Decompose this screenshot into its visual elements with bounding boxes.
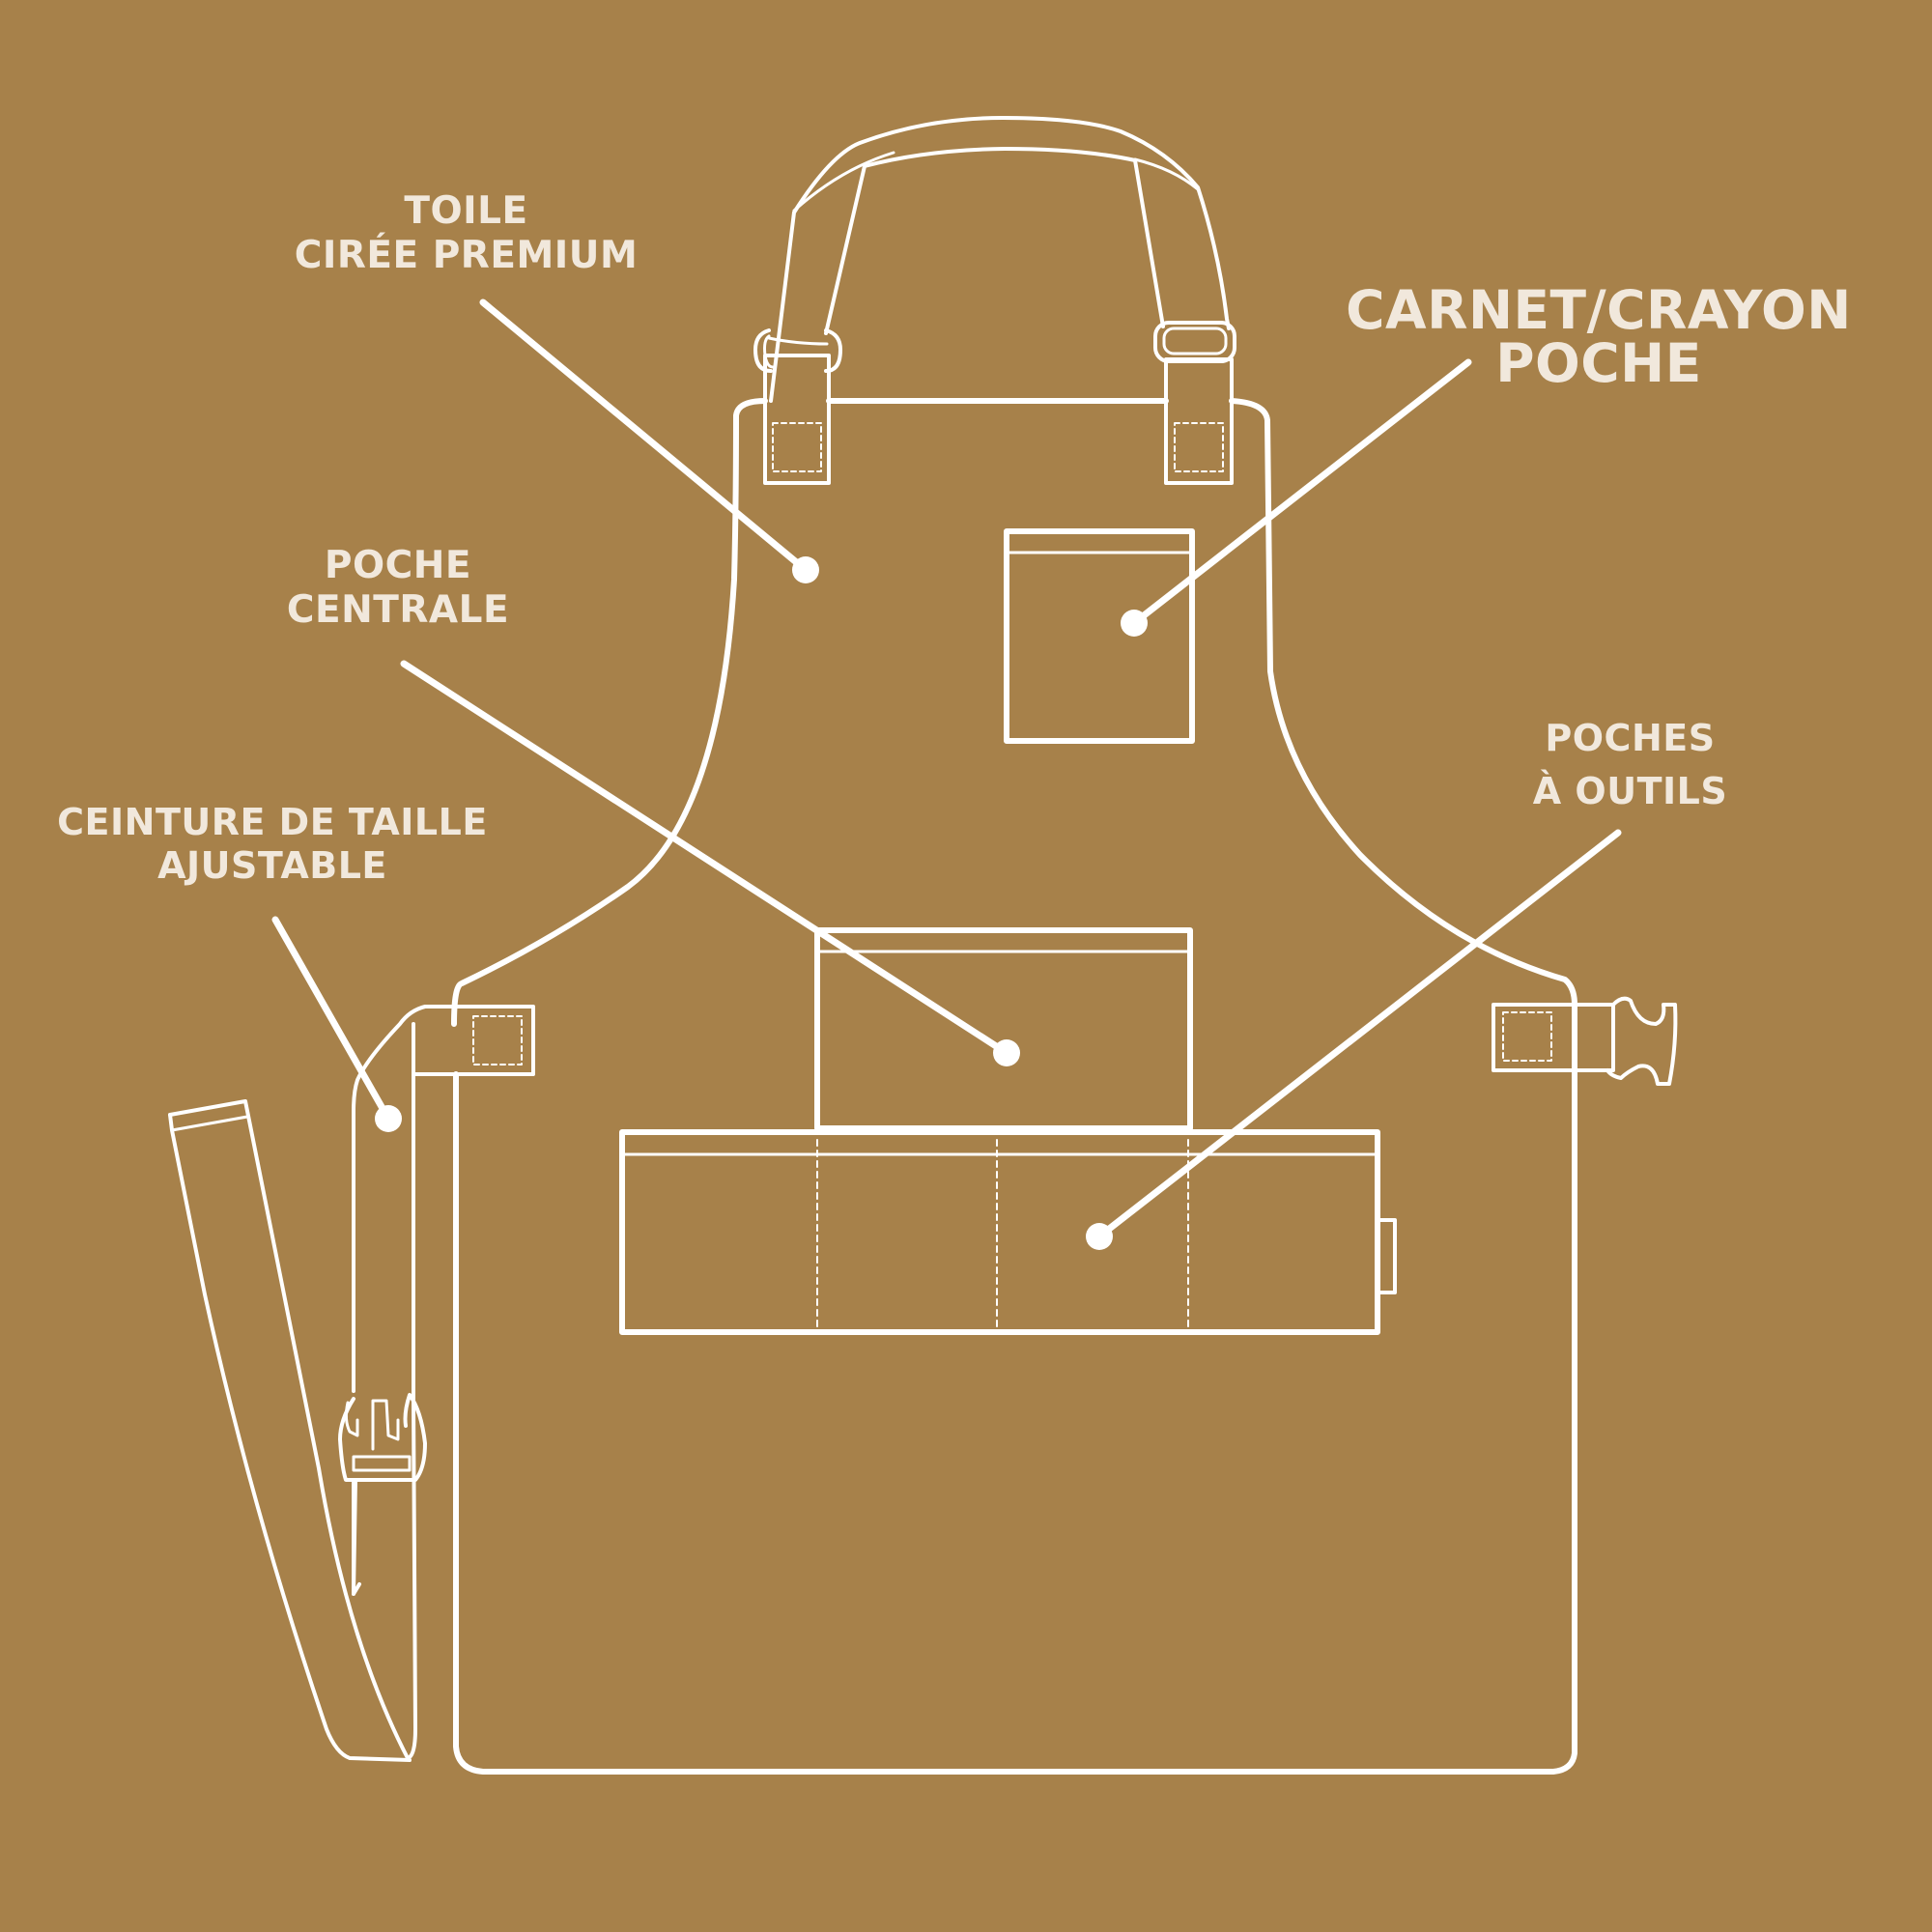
- label-ceinture-line2: AJUSTABLE: [157, 843, 387, 887]
- callouts: [271, 298, 1622, 1250]
- loose-strap-outer: [168, 1099, 410, 1760]
- left-strap-clip: [753, 328, 842, 485]
- callout-line-carnet: [1130, 358, 1472, 627]
- label-outils-line2: À OUTILS: [1532, 770, 1728, 813]
- left-waist-strap-edge: [406, 1022, 417, 1760]
- callout-dot-centrale: [993, 1039, 1020, 1066]
- chest-pocket: [1004, 528, 1195, 744]
- label-centrale-line2: CENTRALE: [286, 588, 510, 633]
- label-toile-line2: CIRÉE PREMIUM: [294, 234, 639, 278]
- right-strap-clip: [1153, 321, 1236, 485]
- right-waist-buckle: [1492, 996, 1678, 1086]
- left-waist-strap: [168, 1005, 535, 1762]
- label-carnet-line1: CARNET/CRAYON: [1346, 279, 1852, 341]
- chest-pocket-outline: [1004, 528, 1195, 744]
- tool-pockets: [619, 1129, 1397, 1335]
- label-centrale-line1: POCHE: [324, 544, 472, 587]
- loose-strap-lower: [168, 1113, 412, 1762]
- right-strap-tab: [1164, 357, 1234, 485]
- central-pocket-outline: [814, 927, 1193, 1131]
- neck-strap-inner: [824, 147, 1165, 335]
- neck-strap-fold-right: [1133, 157, 1200, 191]
- neck-strap-fold: [792, 151, 895, 213]
- side-release-buckle: [338, 1393, 427, 1596]
- central-pocket: [814, 927, 1193, 1131]
- left-strap-tab: [763, 354, 831, 485]
- right-waist-tab: [1492, 1003, 1615, 1072]
- apron-body-outline: [451, 398, 1577, 1775]
- callout-line-ceinture: [271, 916, 392, 1122]
- callout-dot-ceinture: [375, 1105, 402, 1132]
- callout-line-centrale: [400, 660, 1010, 1057]
- right-waist-stitch: [1502, 1011, 1552, 1062]
- neck-strap-outer: [769, 116, 1231, 403]
- callout-line-outils: [1095, 829, 1622, 1240]
- left-waist-stitch: [472, 1015, 523, 1065]
- callout-dot-toile: [792, 556, 819, 583]
- label-toile-ciree-premium: TOILE CIRÉE PREMIUM: [270, 189, 662, 278]
- label-ceinture-line1: CEINTURE DE TAILLE: [57, 801, 488, 843]
- neck-strap: [769, 116, 1231, 403]
- left-waist-tab: [352, 1005, 535, 1393]
- callout-dot-carnet: [1121, 610, 1148, 637]
- label-poche-centrale: POCHE CENTRALE: [253, 544, 543, 633]
- right-buckle-inner: [1162, 327, 1228, 355]
- left-strap-stitch: [772, 422, 822, 472]
- callout-line-toile: [479, 298, 810, 574]
- label-carnet-line2: POCHE: [1495, 332, 1702, 394]
- right-strap-stitch: [1174, 422, 1224, 472]
- loose-strap-hem: [170, 1115, 249, 1132]
- right-buckle-clip: [1605, 996, 1678, 1086]
- label-poches-a-outils: POCHES À OUTILS: [1488, 712, 1773, 818]
- label-carnet-crayon-poche: CARNET/CRAYON POCHE: [1333, 284, 1864, 390]
- label-toile-line1: TOILE: [404, 189, 528, 233]
- tool-pockets-loop: [1376, 1218, 1397, 1294]
- tool-pockets-outline: [619, 1129, 1380, 1335]
- callout-dot-outils: [1086, 1223, 1113, 1250]
- label-outils-line1: POCHES: [1545, 717, 1716, 759]
- label-ceinture-de-taille: CEINTURE DE TAILLE AJUSTABLE: [50, 801, 495, 888]
